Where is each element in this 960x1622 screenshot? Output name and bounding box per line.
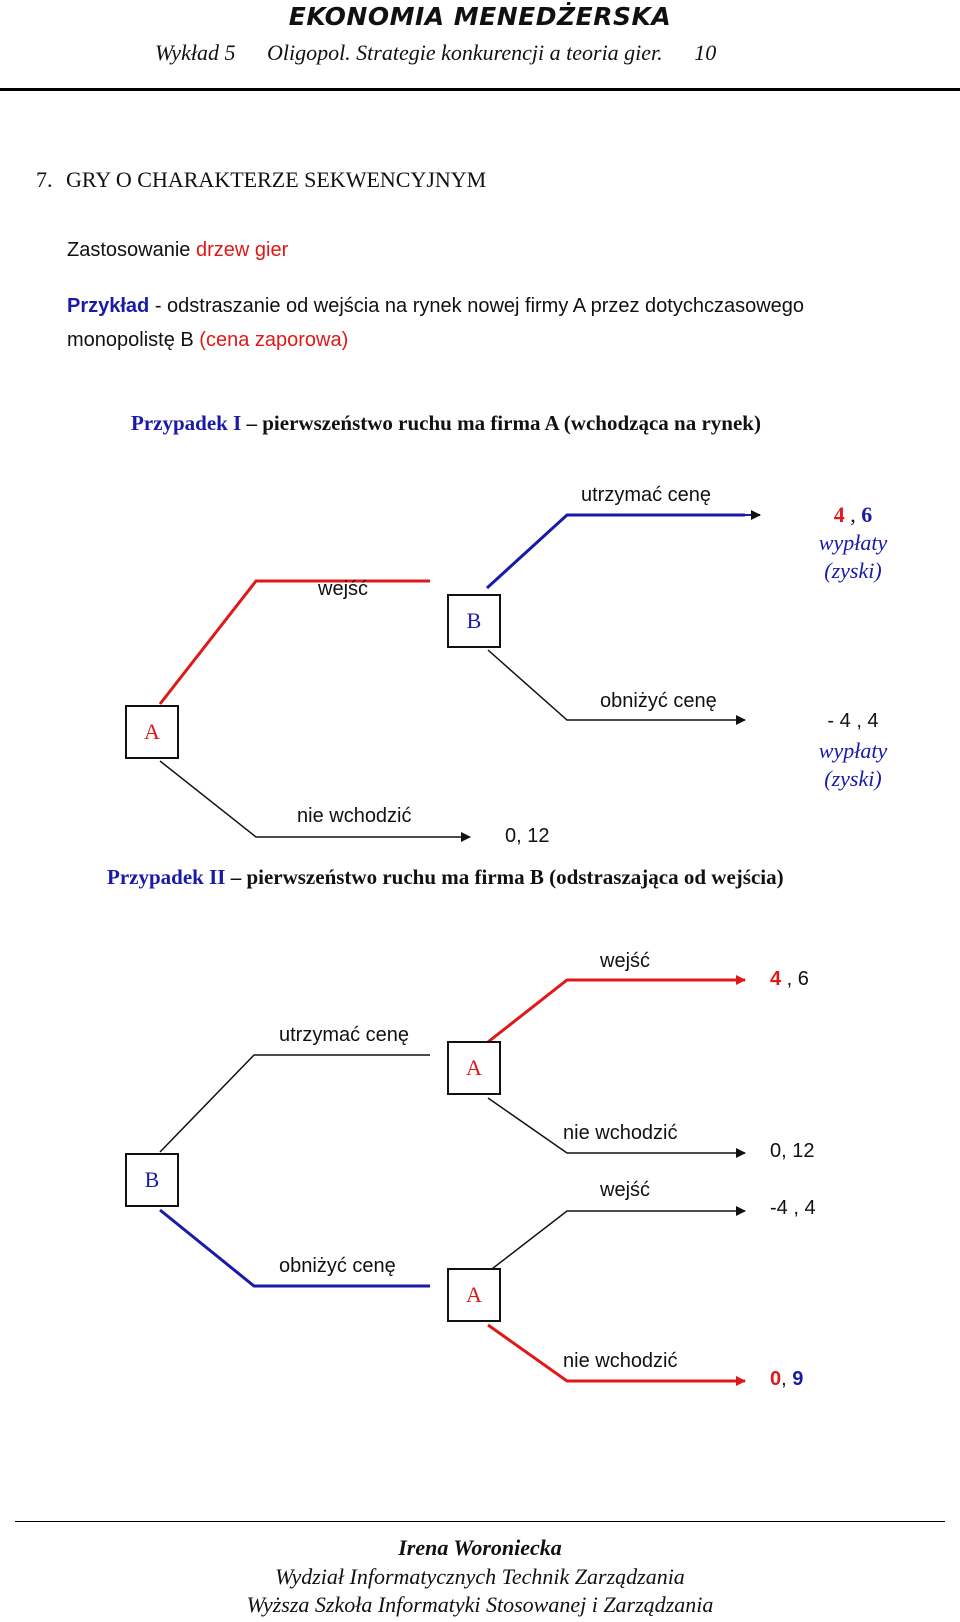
example-note: (cena zaporowa) [199, 329, 349, 351]
payoff-upper-enter: 4 , 6 [770, 968, 809, 991]
case2-node-a-upper: A [447, 1041, 501, 1095]
intro-line: Zastosowanie drzew gier [67, 239, 288, 262]
label-lower-stay-out: nie wchodzić [563, 1350, 678, 1372]
case2-text: – pierwszeństwo ruchu ma firma B (odstra… [225, 865, 784, 889]
header-title: EKONOMIA MENEDŻERSKA [288, 2, 672, 31]
edge-keep-price-2 [159, 1054, 430, 1153]
label-upper-stay-out: nie wchodzić [563, 1122, 678, 1144]
payoff-stay-out: 0, 12 [505, 825, 550, 847]
edge-lower-price [487, 649, 746, 725]
label-upper-enter: wejść [600, 950, 651, 972]
case1-heading: Przypadek I – pierwszeństwo ruchu ma fir… [131, 411, 761, 436]
label-lower-enter: wejść [600, 1179, 651, 1201]
page-number: 10 [694, 40, 717, 65]
payoff-a: 4 [833, 502, 845, 527]
edge-lower-stay-out [487, 1323, 746, 1386]
payoff-rest: , 6 [781, 968, 809, 990]
example-text-2: monopolistę B [67, 329, 200, 351]
node-label: A [144, 719, 160, 744]
example-text: - odstraszanie od wejścia na rynek nowej… [149, 295, 805, 317]
header-subtitle: Wykład 5 Oligopol. Strategie konkurencji… [155, 40, 742, 66]
intro-text: Zastosowanie [67, 239, 196, 261]
label-keep-price: utrzymać cenę [581, 484, 712, 506]
edge-stay-out [159, 760, 471, 842]
payoff-lower-caption-1: wypłaty [818, 738, 888, 763]
payoff-a: 4 [770, 968, 782, 990]
case1-node-b: B [447, 594, 501, 648]
edge-keep-price [485, 513, 745, 590]
footer-line-2: Wyższa Szkoła Informatyki Stosowanej i Z… [246, 1592, 714, 1617]
edge-upper-stay-out [487, 1097, 746, 1158]
payoff-lower-stay-out: 0, 9 [770, 1368, 803, 1391]
section-title: GRY O CHARAKTERZE SEKWENCYJNYM [66, 167, 487, 192]
payoff-sep: , [844, 502, 862, 527]
payoff-a: 0 [770, 1368, 782, 1390]
payoff-b: 6 [861, 502, 873, 527]
example-label: Przykład [67, 295, 150, 317]
case2-heading: Przypadek II – pierwszeństwo ruchu ma fi… [107, 865, 784, 890]
payoff-keep-caption-2: (zyski) [824, 558, 882, 583]
label-keep-price-2: utrzymać cenę [279, 1024, 410, 1046]
case1-node-a: A [125, 705, 179, 759]
lecture-topic: Oligopol. Strategie konkurencji a teoria… [266, 40, 663, 65]
node-label: B [466, 608, 482, 633]
edge-lower-price-2 [159, 1208, 430, 1288]
payoff-upper-stay-out: 0, 12 [770, 1140, 815, 1162]
section-number: 7. [36, 167, 53, 192]
label-lower-price-2: obniżyć cenę [279, 1255, 396, 1277]
payoff-lower-enter: -4 , 4 [770, 1197, 816, 1219]
case1-text: – pierwszeństwo ruchu ma firma A (wchodz… [241, 411, 761, 435]
payoff-lower-caption-2: (zyski) [824, 766, 882, 791]
payoff-keep-caption-1: wypłaty [818, 530, 888, 555]
node-label: A [466, 1055, 482, 1080]
case2-node-b: B [125, 1153, 179, 1207]
node-label: B [144, 1167, 160, 1192]
payoff-lower: - 4 , 4 [827, 710, 879, 732]
header-rule [0, 88, 960, 91]
label-lower-price: obniżyć cenę [600, 690, 717, 712]
payoff-keep: 4 , 6 [793, 502, 913, 528]
example-line-2: monopolistę B (cena zaporowa) [67, 329, 348, 352]
intro-highlight: drzew gier [195, 239, 289, 261]
label-enter: wejść [318, 578, 369, 600]
section-heading: 7. GRY O CHARAKTERZE SEKWENCYJNYM [36, 167, 486, 193]
case1-label: Przypadek I [131, 411, 242, 435]
footer-author: Irena Woroniecka [398, 1535, 562, 1560]
example-line-1: Przykład - odstraszanie od wejścia na ry… [67, 295, 804, 318]
lecture-number: Wykład 5 [155, 40, 236, 65]
footer-line-1: Wydział Informatycznych Technik Zarządza… [275, 1564, 685, 1589]
case2-node-a-lower: A [447, 1268, 501, 1322]
payoff-b: 9 [792, 1368, 804, 1390]
edge-lower-enter [487, 1206, 746, 1273]
case2-label: Przypadek II [107, 865, 226, 889]
footer-rule [15, 1521, 945, 1522]
edge-enter [158, 579, 430, 705]
node-label: A [466, 1282, 482, 1307]
edge-upper-enter [487, 975, 746, 1044]
label-stay-out: nie wchodzić [297, 805, 412, 827]
payoff-sep: , [781, 1368, 793, 1390]
